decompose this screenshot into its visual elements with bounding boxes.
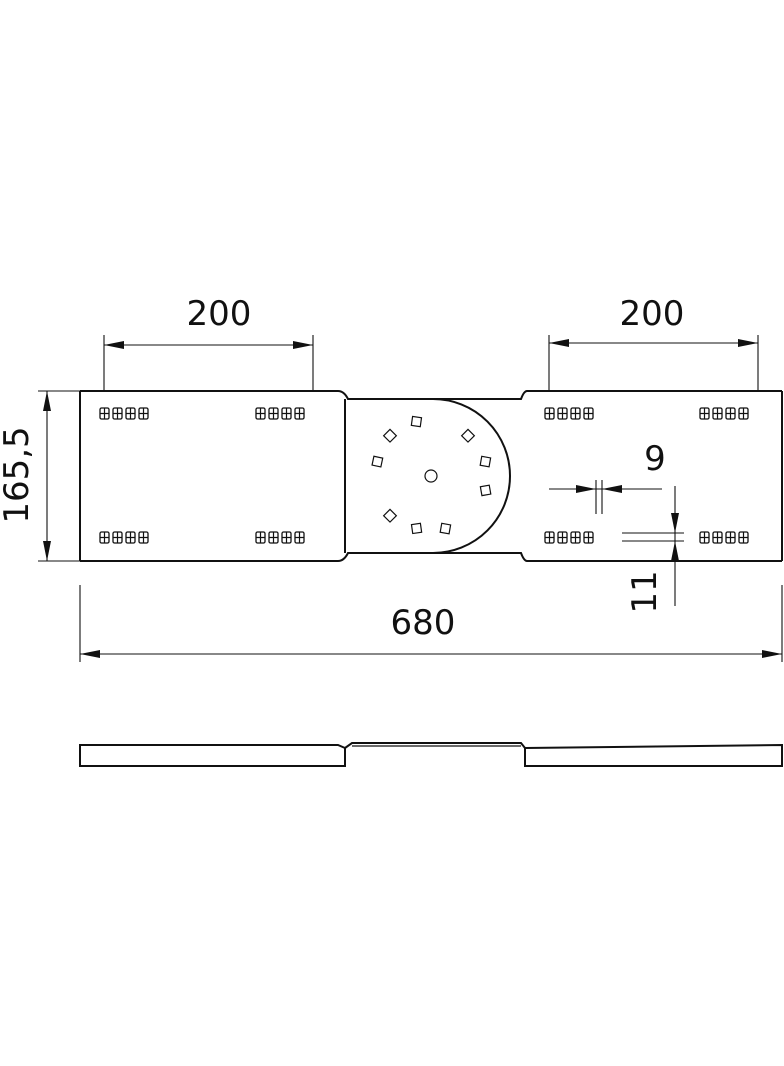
slot-height-label: 11 xyxy=(625,570,665,613)
slot-hole-cross xyxy=(571,408,580,419)
slot-hole-cross xyxy=(269,408,278,419)
slot-groups xyxy=(99,407,749,544)
slot-hole-cross xyxy=(726,532,735,543)
slot-hole-cross xyxy=(256,532,265,543)
slot-hole-cross xyxy=(126,532,135,543)
slot-hole-cross xyxy=(126,408,135,419)
dimension-total-length: 680 xyxy=(79,585,783,662)
slot-hole-cross xyxy=(100,532,109,543)
slot-hole-cross xyxy=(139,532,148,543)
dimension-left-200: 200 xyxy=(103,294,314,391)
slot-hole-cross xyxy=(713,408,722,419)
slot-hole-cross xyxy=(100,408,109,419)
slot-hole-cross xyxy=(139,408,148,419)
slot-hole-cross xyxy=(558,532,567,543)
slot-hole-cross xyxy=(113,408,122,419)
slot-hole-cross xyxy=(558,408,567,419)
total-length-label: 680 xyxy=(391,603,456,643)
slot-hole-cross xyxy=(700,408,709,419)
slot-hole-cross xyxy=(739,408,748,419)
slot-hole-cross xyxy=(726,408,735,419)
slot-hole-cross xyxy=(571,532,580,543)
slot-hole-cross xyxy=(282,408,291,419)
slot-hole-cross xyxy=(700,532,709,543)
pivot-square-holes xyxy=(371,415,492,535)
dimension-slot-height: 11 xyxy=(622,486,684,614)
slot-hole-cross xyxy=(584,532,593,543)
slot-hole-cross xyxy=(113,532,122,543)
left-pitch-label: 200 xyxy=(187,294,252,334)
plate-side-view xyxy=(79,742,783,767)
slot-hole-cross xyxy=(295,408,304,419)
slot-hole-cross xyxy=(545,408,554,419)
slot-hole-cross xyxy=(545,532,554,543)
plate-top-view xyxy=(79,390,783,562)
slot-hole-cross xyxy=(269,532,278,543)
height-label: 165,5 xyxy=(0,426,37,523)
dimension-slot-width: 9 xyxy=(549,439,666,514)
slot-hole-cross xyxy=(584,408,593,419)
slot-hole-cross xyxy=(295,532,304,543)
pivot-hole xyxy=(424,469,438,483)
dimension-height: 165,5 xyxy=(0,390,80,562)
slot-width-label: 9 xyxy=(644,439,666,479)
slot-hole-cross xyxy=(713,532,722,543)
slot-hole-cross xyxy=(256,408,265,419)
dimension-right-200: 200 xyxy=(548,294,759,391)
slot-hole-cross xyxy=(282,532,291,543)
slot-hole-cross xyxy=(739,532,748,543)
right-pitch-label: 200 xyxy=(620,294,685,334)
